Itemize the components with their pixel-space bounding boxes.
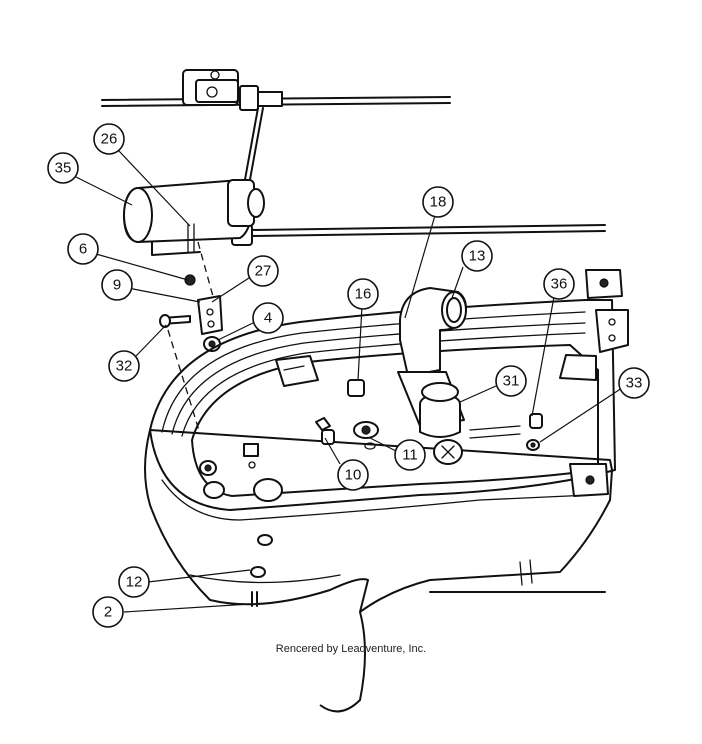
callout-33: 33 bbox=[618, 367, 650, 399]
svg-text:27: 27 bbox=[255, 263, 272, 280]
svg-text:11: 11 bbox=[402, 447, 418, 464]
svg-text:13: 13 bbox=[469, 248, 486, 265]
svg-text:33: 33 bbox=[626, 375, 643, 392]
callout-12: 12 bbox=[118, 566, 150, 598]
tub-body bbox=[144, 269, 629, 713]
svg-text:31: 31 bbox=[503, 373, 520, 390]
svg-text:9: 9 bbox=[113, 277, 121, 294]
bracket-hardware bbox=[159, 241, 223, 451]
callout-27: 27 bbox=[247, 255, 279, 287]
svg-text:10: 10 bbox=[345, 467, 362, 484]
callout-26: 26 bbox=[93, 123, 125, 155]
callout-13: 13 bbox=[461, 240, 493, 272]
svg-text:36: 36 bbox=[551, 276, 568, 293]
svg-text:16: 16 bbox=[355, 286, 372, 303]
cylinder-part-35 bbox=[123, 179, 265, 256]
svg-text:26: 26 bbox=[101, 131, 118, 148]
callout-32: 32 bbox=[108, 350, 140, 382]
elbow-pipe bbox=[397, 287, 467, 438]
callout-2: 2 bbox=[92, 596, 124, 628]
svg-text:2: 2 bbox=[104, 604, 112, 621]
svg-text:6: 6 bbox=[79, 241, 87, 258]
callout-18: 18 bbox=[422, 186, 454, 218]
svg-text:18: 18 bbox=[430, 194, 447, 211]
callout-10: 10 bbox=[337, 459, 369, 491]
callout-11: 11 bbox=[394, 439, 426, 471]
svg-text:32: 32 bbox=[116, 358, 133, 375]
callout-36: 36 bbox=[543, 268, 575, 300]
callout-9: 9 bbox=[101, 269, 133, 301]
callout-31: 31 bbox=[495, 365, 527, 397]
callout-35: 35 bbox=[47, 152, 79, 184]
svg-text:35: 35 bbox=[55, 160, 72, 177]
callout-6: 6 bbox=[67, 233, 99, 265]
callout-16: 16 bbox=[347, 278, 379, 310]
svg-text:12: 12 bbox=[126, 574, 143, 591]
callout-leaders bbox=[73, 149, 623, 613]
svg-text:4: 4 bbox=[264, 310, 272, 327]
callout-4: 4 bbox=[252, 302, 284, 334]
render-credit: Rencered by Leadventure, Inc. bbox=[275, 643, 427, 655]
